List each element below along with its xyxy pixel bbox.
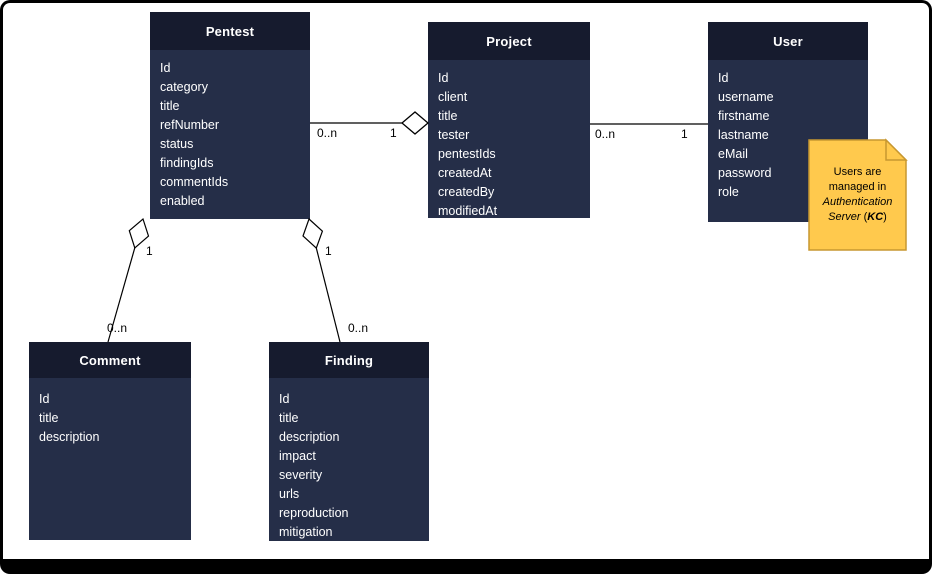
entity-field: urls <box>279 487 300 501</box>
entity-field: tester <box>438 128 470 142</box>
entity-field: lastname <box>718 128 769 142</box>
entity-field: username <box>718 90 774 104</box>
entity-field: description <box>279 430 340 444</box>
entity-field: title <box>438 109 458 123</box>
entity-comment[interactable]: Comment Id title description <box>29 342 191 540</box>
entity-field: Id <box>718 71 729 85</box>
entity-field: refNumber <box>160 118 220 132</box>
entity-finding[interactable]: Finding Id title description impact seve… <box>269 342 429 541</box>
entity-user-title: User <box>708 22 868 60</box>
entity-field: commentIds <box>160 175 229 189</box>
multiplicity-pentest-project-source: 0..n <box>317 126 338 140</box>
entity-field: findingIds <box>160 156 214 170</box>
entity-field: Id <box>279 392 290 406</box>
entity-field: firstname <box>718 109 770 123</box>
note-line-1: Users are <box>833 166 882 178</box>
entity-pentest-title: Pentest <box>150 12 310 50</box>
entity-field: reproduction <box>279 506 349 520</box>
entity-field: title <box>279 411 299 425</box>
entity-comment-title: Comment <box>29 342 191 378</box>
entity-comment-fields: Id title description <box>29 378 191 447</box>
multiplicity-pentest-comment-target: 0..n <box>107 321 128 335</box>
multiplicity-pentest-finding-target: 0..n <box>348 321 369 335</box>
multiplicity-pentest-project-target: 1 <box>390 126 397 140</box>
entity-field: Id <box>160 61 171 75</box>
multiplicity-pentest-comment-source: 1 <box>146 244 153 258</box>
entity-field: Id <box>438 71 449 85</box>
entity-user-fields: Id username firstname lastname eMail pas… <box>708 60 868 202</box>
entity-field: category <box>160 80 208 94</box>
entity-field: description <box>39 430 100 444</box>
entity-finding-title: Finding <box>269 342 429 378</box>
entity-field: eMail <box>718 147 748 161</box>
entity-finding-fields: Id title description impact severity url… <box>269 378 429 542</box>
entity-field: severity <box>279 468 323 482</box>
entity-field: mitigation <box>279 525 333 539</box>
entity-field: createdBy <box>438 185 495 199</box>
entity-field: password <box>718 166 772 180</box>
entity-project[interactable]: Project Id client title tester pentestId… <box>428 22 590 218</box>
entity-project-title: Project <box>428 22 590 60</box>
entity-field: createdAt <box>438 166 492 180</box>
entity-project-fields: Id client title tester pentestIds create… <box>428 60 590 221</box>
sticky-note-text[interactable]: Users are managed in Authentication Serv… <box>809 140 906 250</box>
note-line-4: Server (KC) <box>828 210 887 225</box>
entity-field: enabled <box>160 194 205 208</box>
entity-pentest[interactable]: Pentest Id category title refNumber stat… <box>150 12 310 219</box>
entity-field: client <box>438 90 468 104</box>
multiplicity-project-user-source: 0..n <box>595 127 616 141</box>
entity-field: title <box>160 99 180 113</box>
entity-field: modifiedAt <box>438 204 498 218</box>
note-kc-label: KC <box>867 211 884 223</box>
note-paren-close: ) <box>883 211 887 223</box>
entity-field: status <box>160 137 194 151</box>
entity-field: Id <box>39 392 50 406</box>
multiplicity-project-user-target: 1 <box>681 127 688 141</box>
entity-field: pentestIds <box>438 147 496 161</box>
note-server-label: Server <box>828 211 861 223</box>
multiplicity-pentest-finding-source: 1 <box>325 244 332 258</box>
entity-field: title <box>39 411 59 425</box>
entity-field: role <box>718 185 739 199</box>
entity-field: impact <box>279 449 316 463</box>
note-line-3: Authentication <box>822 196 893 208</box>
entity-pentest-fields: Id category title refNumber status findi… <box>150 50 310 211</box>
note-line-2: managed in <box>828 181 887 193</box>
